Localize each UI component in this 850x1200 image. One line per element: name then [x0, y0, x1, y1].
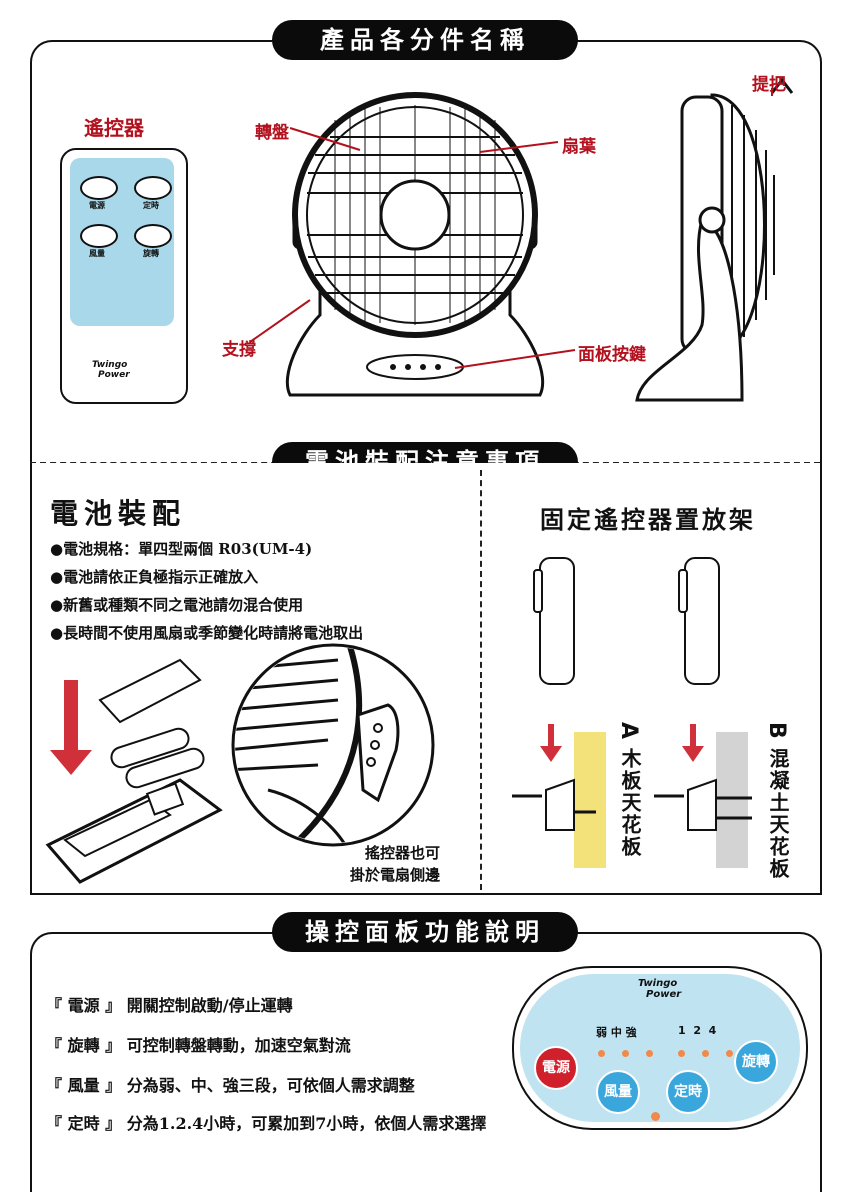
timer-button[interactable]: 定時 [666, 1070, 710, 1114]
remote-label: 遙控器 [84, 116, 144, 140]
mount-b-text: 混凝土天花板 [766, 748, 790, 880]
indicator-dot [678, 1050, 685, 1057]
hang-note-line2: 掛於電扇側邊 [350, 866, 441, 884]
battery-bullet-2: ●電池請依正負極指示正確放入 [50, 568, 259, 586]
parts-title: 產品各分件名稱 [272, 20, 578, 60]
panel-title: 操控面板功能說明 [272, 912, 578, 952]
blade-label: 扇葉 [562, 137, 596, 157]
indicator-dot [598, 1050, 605, 1057]
timer-indicator-dots [678, 1042, 734, 1061]
battery-bullet-1: ●電池規格：單四型兩個 R03(UM-4) [50, 540, 313, 558]
function-row-power: 『 電源 』 開關控制啟動/停止運轉 [46, 992, 293, 1016]
function-desc-timer: 分為1.2.4小時，可累加到7小時，依個人需求選擇 [126, 1114, 487, 1133]
mount-a-text: 木板天花板 [618, 748, 642, 858]
power-button[interactable]: 電源 [534, 1046, 578, 1090]
handle-label: 提把 [752, 75, 786, 95]
panel-keys-label: 面板按鍵 [578, 345, 646, 365]
function-key-speed: 『 風量 』 [46, 1076, 122, 1095]
indicator-dot [646, 1050, 654, 1057]
indicator-dot [702, 1050, 710, 1057]
mount-a-illustration [512, 724, 606, 868]
fan-side-illustration [635, 77, 794, 402]
rotate-button[interactable]: 旋轉 [734, 1040, 778, 1084]
remote-illustration: 電源 定時 風量 旋轉 Twingo Power [60, 148, 188, 404]
panel-brand-line1: Twingo [638, 978, 678, 989]
parts-leader-lines [249, 88, 773, 369]
panel-receiver-dot [651, 1112, 660, 1121]
remote-power-button [80, 176, 118, 200]
remote-timer-text: 定時 [143, 201, 159, 210]
battery-install-illustration [45, 658, 223, 884]
function-key-timer: 『 定時 』 [46, 1114, 122, 1133]
hang-note: 搖控器也可 掛於電扇側邊 [350, 842, 440, 886]
battery-bullet-3: ●新舊或種類不同之電池請勿混合使用 [50, 596, 304, 614]
remote-brand-line2: Power [98, 370, 130, 380]
remote-rotate-text: 旋轉 [143, 249, 159, 258]
remote-rotate-button [134, 224, 172, 248]
fan-front-illustration [285, 92, 545, 397]
speed-button[interactable]: 風量 [596, 1070, 640, 1114]
battery-bullet-4: ●長時間不使用風扇或季節變化時請將電池取出 [50, 624, 364, 642]
remote-timer-button [134, 176, 172, 200]
indicator-dot [622, 1050, 630, 1057]
stand-label: 支撐 [222, 340, 256, 360]
panel-brand-line2: Power [646, 989, 682, 1000]
remote-speed-button [80, 224, 118, 248]
function-desc-rotate: 可控制轉盤轉動，加速空氣對流 [126, 1036, 351, 1055]
timer-indicator-labels: 1 2 4 [678, 1024, 717, 1037]
function-row-timer: 『 定時 』 分為1.2.4小時，可累加到7小時，依個人需求選擇 [46, 1110, 486, 1134]
mount-a-letter: A [616, 722, 641, 742]
turntable-label: 轉盤 [255, 123, 289, 143]
speed-indicator-labels: 弱 中 強 [596, 1026, 637, 1039]
remote-hang-illustration [231, 643, 435, 847]
hang-note-line1: 搖控器也可 [365, 844, 441, 862]
panel-brand-logo: Twingo Power [638, 978, 681, 1000]
remote-brand-logo: Twingo Power [92, 360, 130, 380]
control-panel-graphic: Twingo Power 弱 中 強 1 2 4 電源 風量 定時 旋轉 [512, 966, 808, 1130]
mount-remote-illustrations [533, 557, 720, 685]
indicator-dot [726, 1050, 734, 1057]
battery-divider [480, 470, 482, 890]
remote-brand-line1: Twingo [92, 360, 128, 370]
function-key-rotate: 『 旋轉 』 [46, 1036, 122, 1055]
function-desc-speed: 分為弱、中、強三段，可依個人需求調整 [126, 1076, 415, 1095]
remote-power-text: 電源 [89, 201, 105, 210]
mount-b-illustration [654, 724, 752, 868]
function-row-speed: 『 風量 』 分為弱、中、強三段，可依個人需求調整 [46, 1072, 415, 1096]
speed-indicator-dots [598, 1042, 654, 1061]
mount-b-letter: B [764, 722, 789, 741]
mount-heading: 固定遙控器置放架 [540, 505, 756, 534]
function-desc-power: 開關控制啟動/停止運轉 [126, 996, 293, 1015]
remote-speed-text: 風量 [89, 249, 105, 258]
function-row-rotate: 『 旋轉 』 可控制轉盤轉動，加速空氣對流 [46, 1032, 351, 1056]
battery-heading: 電池裝配 [50, 497, 187, 530]
function-key-power: 『 電源 』 [46, 996, 122, 1015]
